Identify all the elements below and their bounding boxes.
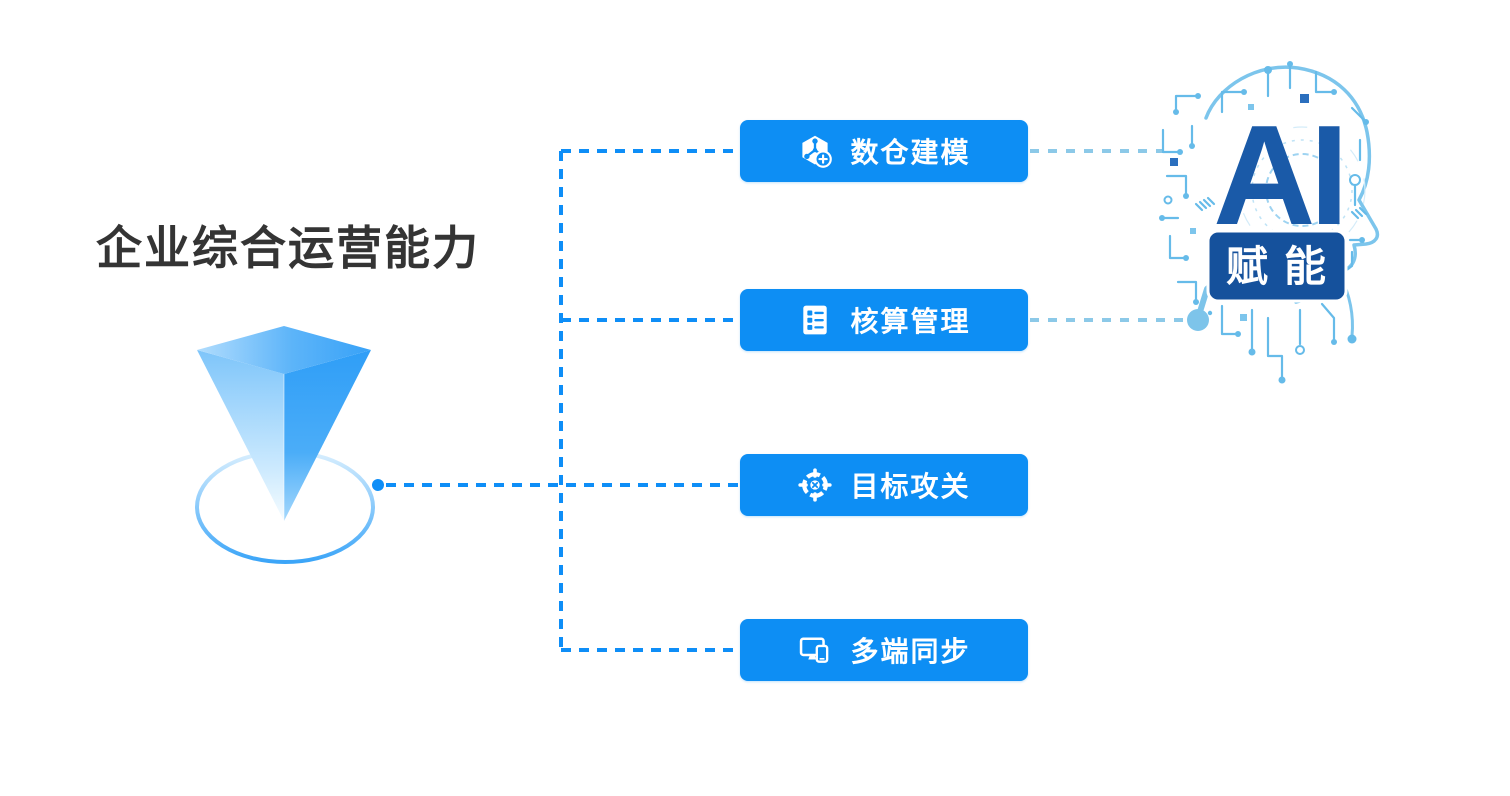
connector-origin-dot: [372, 479, 384, 491]
ai-link-node-dot: [1187, 309, 1209, 331]
ai-circuit-head-graphic: AI 赋能: [1159, 61, 1380, 384]
data-model-add-icon: [802, 135, 833, 168]
capability-button-multi-device-sync[interactable]: 多端同步: [740, 619, 1028, 681]
capability-button-goal-attack[interactable]: 目标攻关: [740, 454, 1028, 516]
page-title: 企业综合运营能力: [96, 222, 480, 274]
capability-button-label: 核算管理: [850, 306, 971, 337]
capability-button-label: 数仓建模: [850, 137, 971, 168]
capability-button-data-modeling[interactable]: 数仓建模: [740, 120, 1028, 182]
multi-device-sync-icon: [800, 637, 829, 663]
hatch-marks-left: [1194, 196, 1216, 212]
connector-lines-right: [1030, 149, 1240, 331]
ai-headline-text: AI: [1213, 96, 1343, 255]
ai-badge-label: 赋能: [1226, 243, 1342, 290]
inverted-pyramid-graphic: [195, 326, 375, 564]
ai-badge-box: [1206, 229, 1348, 303]
target-icon: [798, 468, 833, 502]
hatch-marks-right: [1350, 206, 1368, 220]
capability-button-label: 目标攻关: [850, 471, 971, 502]
checklist-icon: [803, 305, 828, 335]
capability-button-label: 多端同步: [850, 636, 971, 667]
capability-button-accounting[interactable]: 核算管理: [740, 289, 1028, 351]
